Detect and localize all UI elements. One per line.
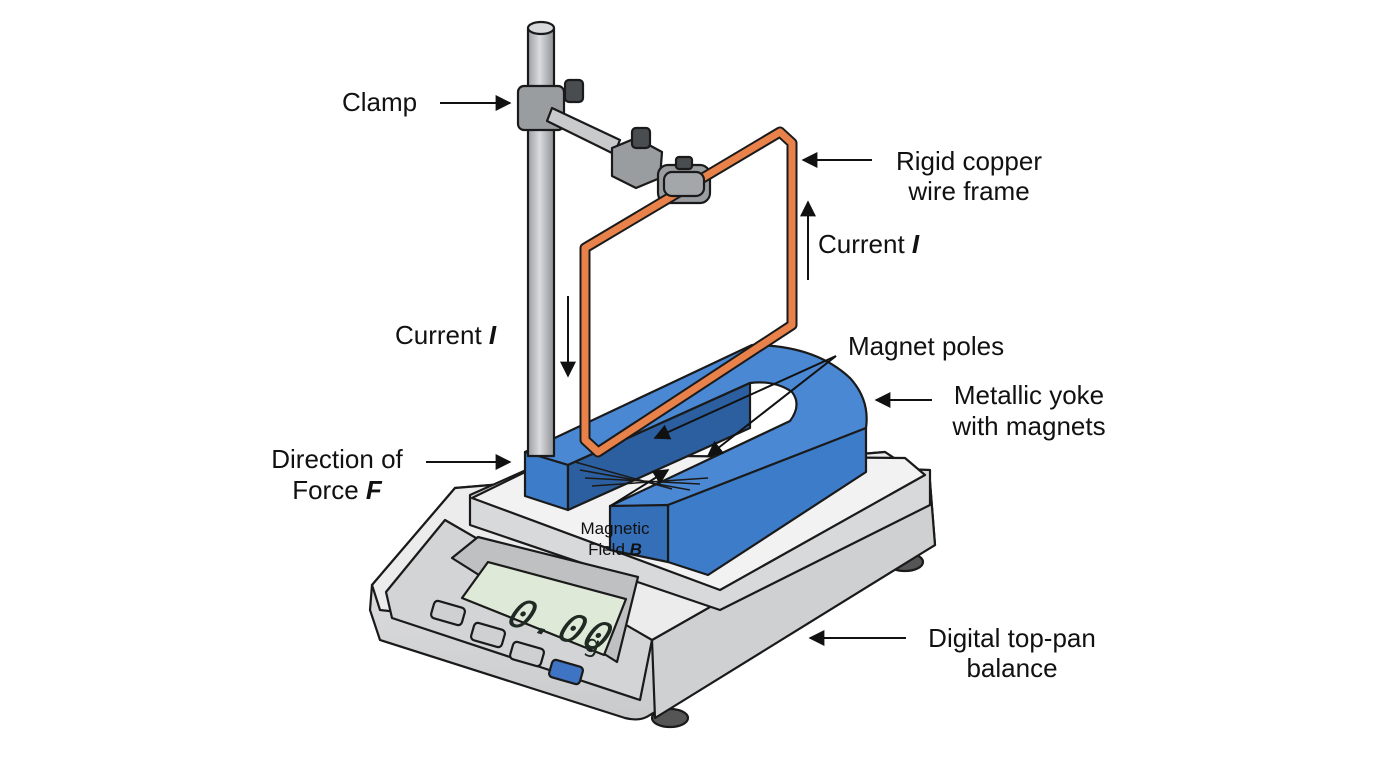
label-balance-line2: balance bbox=[966, 653, 1057, 683]
labels: Clamp Rigid copper wire frame Current I … bbox=[271, 87, 1105, 683]
label-current-left: Current I bbox=[395, 320, 497, 350]
label-yoke-line2: with magnets bbox=[951, 411, 1105, 441]
arrow-icon bbox=[653, 355, 837, 440]
label-current-right: Current I bbox=[818, 229, 920, 259]
label-clamp: Clamp bbox=[342, 87, 417, 117]
annotation-arrows bbox=[426, 95, 932, 646]
copper-wire-frame bbox=[579, 126, 798, 458]
label-balance-line1: Digital top-pan bbox=[928, 623, 1096, 653]
label-field-line2: Field B bbox=[588, 540, 642, 559]
magnetic-field-lines bbox=[574, 461, 709, 491]
label-field-line1: Magnetic bbox=[581, 519, 650, 538]
clamp-screw bbox=[630, 126, 652, 150]
label-force-line1: Direction of bbox=[271, 444, 403, 474]
balance-button[interactable] bbox=[429, 599, 467, 627]
label-copper-frame-line2: wire frame bbox=[907, 176, 1029, 206]
label-magnet-poles: Magnet poles bbox=[848, 331, 1004, 361]
balance-unit: g bbox=[581, 629, 603, 660]
arrow-icon bbox=[611, 469, 670, 506]
stand-rod-top bbox=[526, 20, 556, 36]
balance-lcd-screen bbox=[460, 560, 628, 657]
wire-grip-screw bbox=[674, 155, 694, 171]
retort-stand bbox=[516, 20, 712, 458]
label-copper-frame-line1: Rigid copper bbox=[896, 146, 1042, 176]
balance-button[interactable] bbox=[469, 621, 507, 649]
label-yoke-line1: Metallic yoke bbox=[954, 380, 1104, 410]
balance-button[interactable] bbox=[508, 640, 546, 668]
arrow-icon bbox=[706, 355, 837, 457]
clamp-screw bbox=[563, 78, 585, 104]
balance-tare-button[interactable] bbox=[547, 658, 585, 686]
magnet-right-arm-end bbox=[608, 503, 670, 564]
copper-frame bbox=[581, 128, 796, 456]
label-force-line2: Force F bbox=[292, 475, 383, 505]
wire-grip-band bbox=[662, 170, 706, 198]
